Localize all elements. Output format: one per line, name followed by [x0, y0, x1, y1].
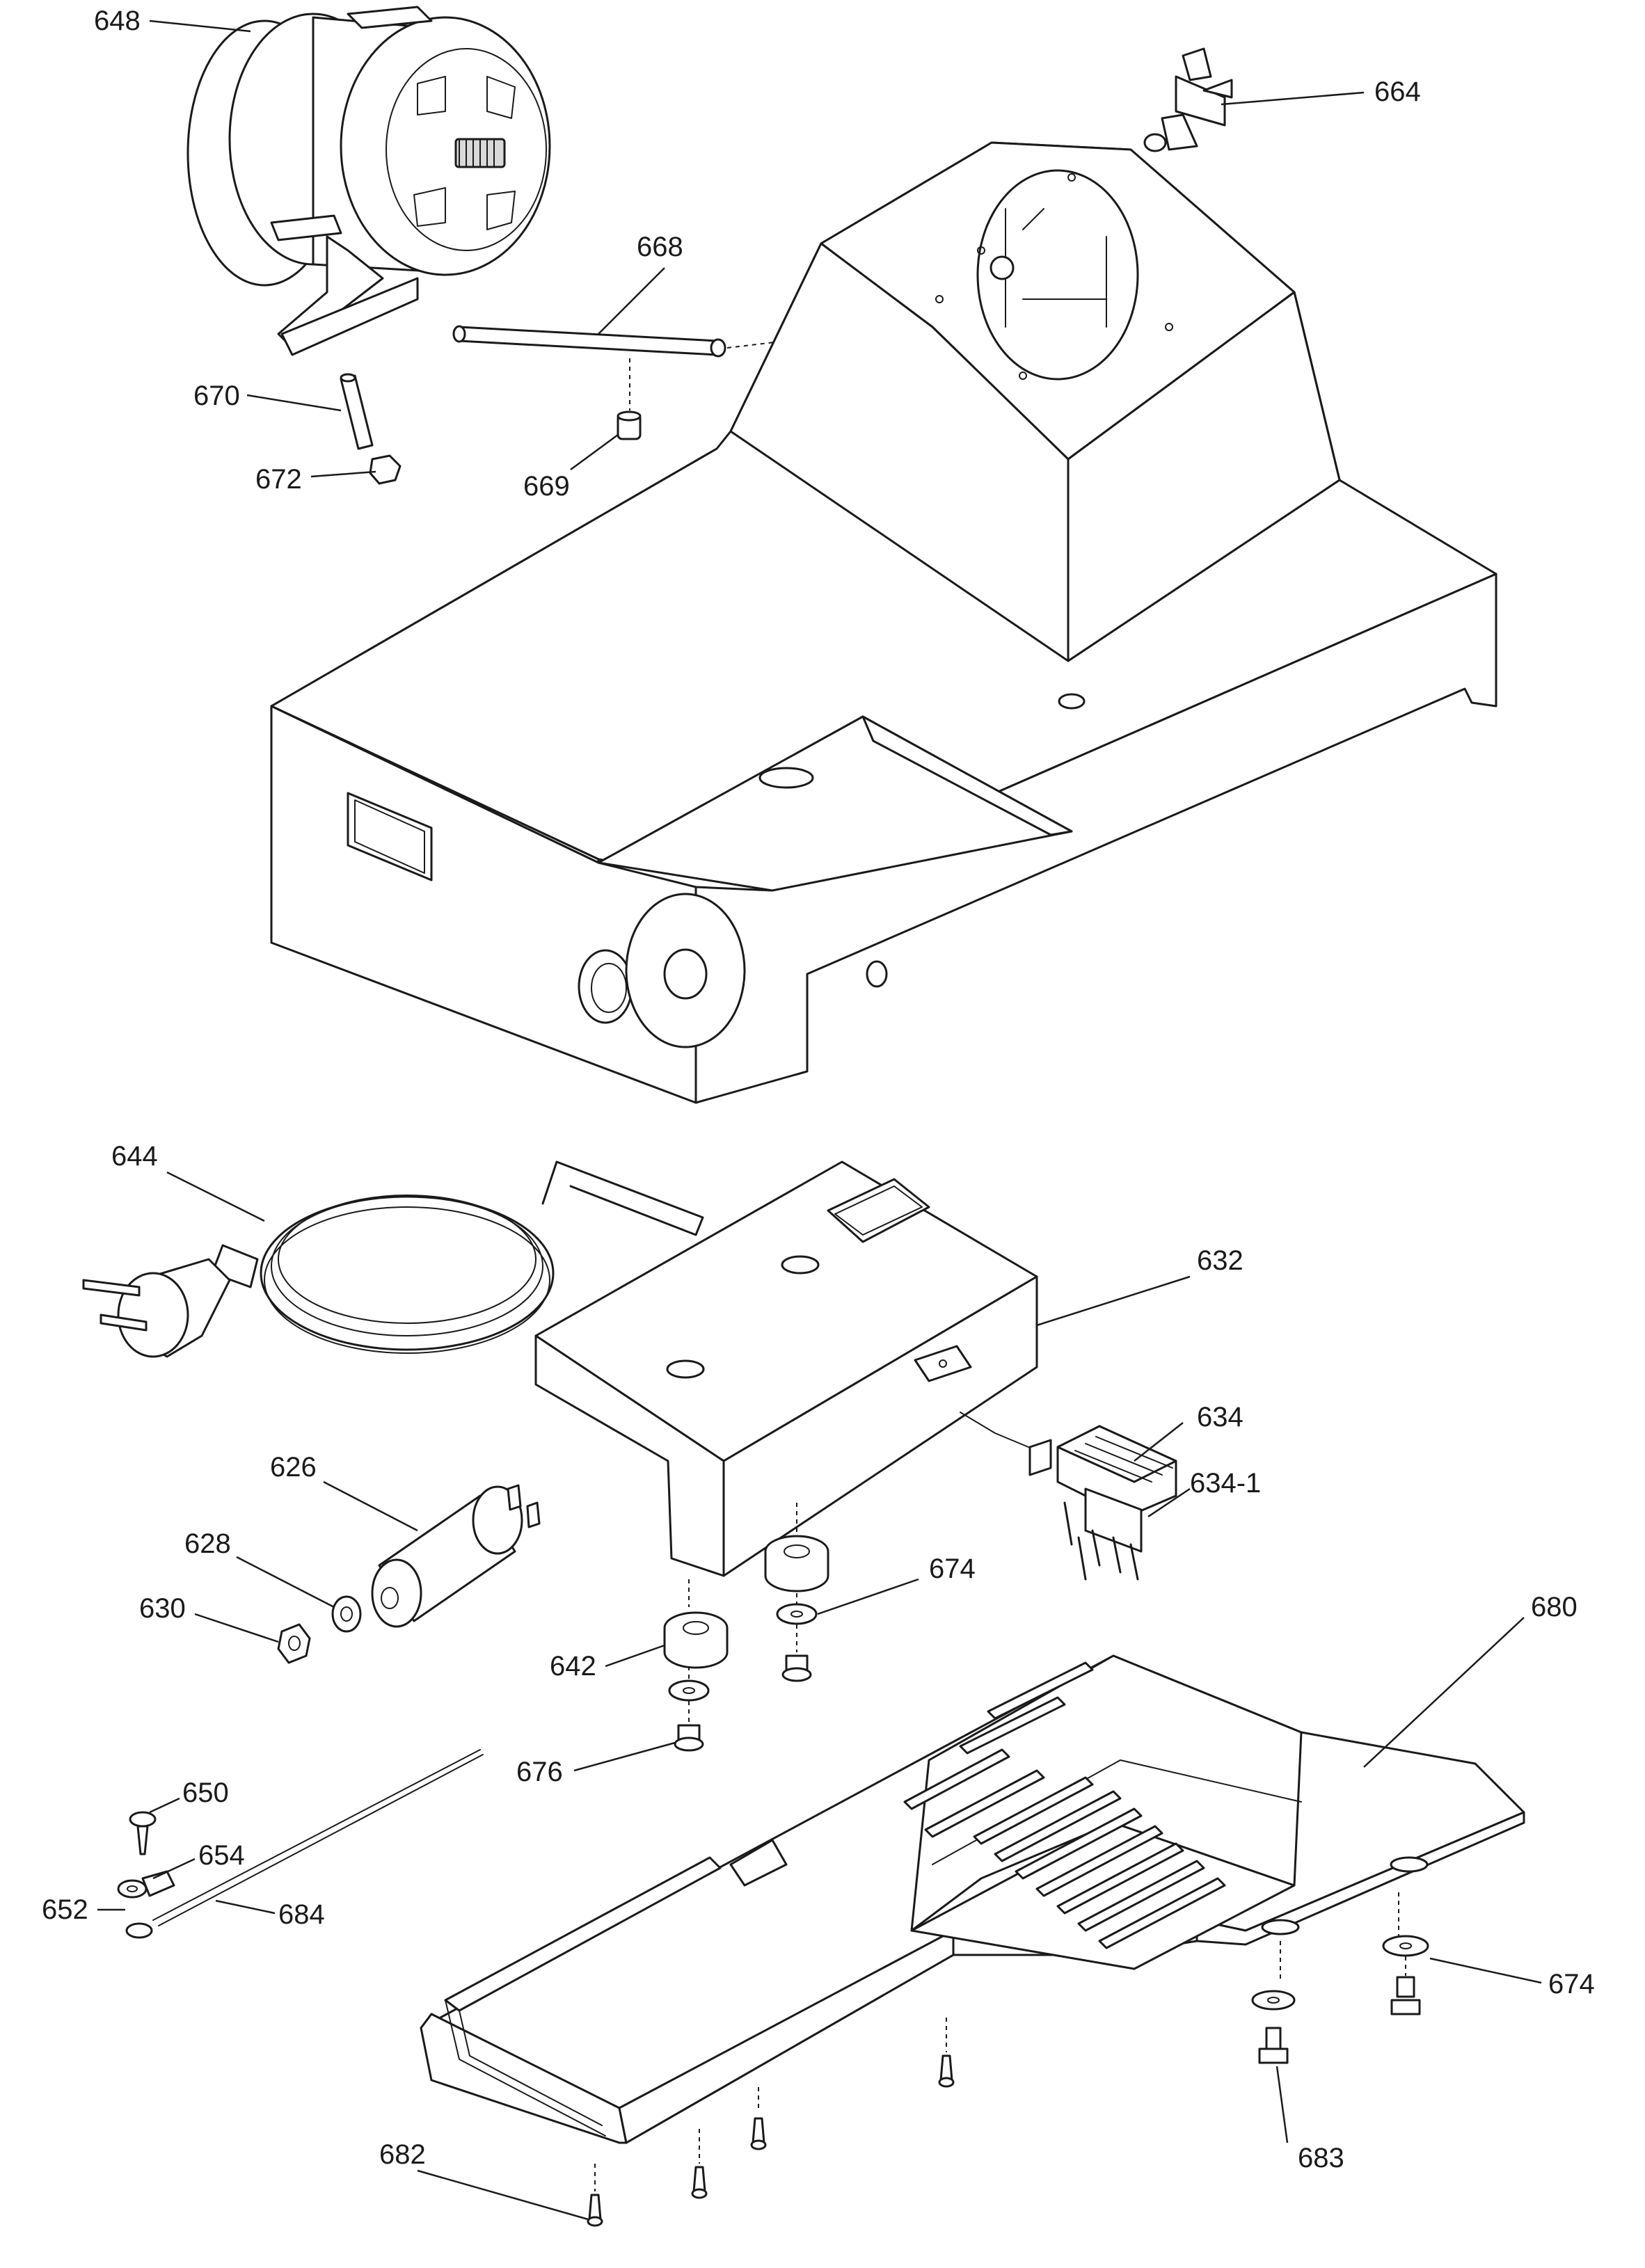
power-cord-part [82, 1160, 704, 1358]
callout-668: 668 [598, 232, 683, 335]
callout-669: 669 [523, 433, 619, 502]
rod-part [452, 325, 787, 358]
callout-654: 654 [152, 1840, 245, 1880]
callout-label-683: 683 [1298, 2143, 1344, 2173]
callout-682: 682 [379, 2139, 589, 2221]
housing-part [270, 141, 1497, 1104]
callout-630: 630 [139, 1593, 279, 1643]
callout-label-634-1: 634-1 [1190, 1468, 1261, 1499]
pin-part [340, 373, 374, 450]
callout-626: 626 [270, 1452, 418, 1532]
callout-label-669: 669 [523, 471, 570, 502]
callout-label-682: 682 [379, 2139, 426, 2170]
bushing-part [617, 358, 642, 440]
callout-628: 628 [184, 1528, 335, 1608]
callout-672: 672 [255, 464, 376, 495]
callout-label-670: 670 [193, 381, 240, 411]
ground-screw-part [117, 1811, 157, 1939]
callout-680: 680 [1363, 1592, 1578, 1768]
callout-label-634: 634 [1197, 1402, 1243, 1432]
base-screws-682-part [587, 2054, 955, 2227]
callout-634: 634 [1134, 1402, 1243, 1462]
callout-648: 648 [94, 6, 251, 36]
capacitor-part [371, 1484, 541, 1628]
base-washer-674-part [1382, 1935, 1429, 2015]
callout-label-674-a: 674 [929, 1554, 976, 1584]
nut-part [369, 454, 402, 485]
foot-part [663, 1611, 729, 1752]
callout-label-644: 644 [111, 1141, 158, 1172]
motor-part [186, 6, 551, 356]
callout-label-648: 648 [94, 6, 141, 36]
callout-644: 644 [111, 1141, 265, 1222]
nut-630-part [277, 1623, 311, 1664]
callout-label-674-b: 674 [1548, 1969, 1595, 1999]
switch-part [1143, 47, 1233, 152]
base-screw-683-part [1251, 1990, 1296, 2064]
foot-part-2 [764, 1535, 829, 1682]
callout-label-630: 630 [139, 1593, 186, 1624]
washer-part [331, 1595, 362, 1633]
vent-slots [903, 1661, 1226, 1949]
callout-683: 683 [1276, 2066, 1344, 2173]
callout-label-672: 672 [255, 464, 302, 495]
callout-label-664: 664 [1374, 77, 1421, 107]
callout-674-a: 674 [817, 1554, 976, 1615]
electrical-box-part [534, 1160, 1038, 1607]
callout-label-652: 652 [42, 1894, 88, 1925]
callout-label-650: 650 [182, 1778, 229, 1808]
callout-label-676: 676 [516, 1757, 563, 1787]
callout-674-b: 674 [1429, 1957, 1595, 1999]
callout-label-642: 642 [550, 1651, 596, 1682]
callout-label-680: 680 [1531, 1592, 1578, 1622]
callout-650: 650 [149, 1778, 229, 1814]
callout-634-1: 634-1 [1147, 1468, 1261, 1518]
callout-632: 632 [1036, 1245, 1243, 1327]
callout-label-632: 632 [1197, 1245, 1243, 1276]
callout-684: 684 [215, 1899, 325, 1930]
callout-label-626: 626 [270, 1452, 317, 1483]
connector-part [960, 1412, 1177, 1581]
callout-652: 652 [42, 1894, 125, 1925]
callout-label-654: 654 [198, 1840, 245, 1871]
ground-wire-part [141, 1749, 484, 1926]
callout-664: 664 [1221, 77, 1421, 107]
base-plate-part [420, 1654, 1525, 2191]
callout-642: 642 [550, 1644, 665, 1682]
callout-label-684: 684 [278, 1899, 325, 1930]
callout-676: 676 [516, 1741, 676, 1787]
callout-label-668: 668 [637, 232, 683, 262]
callout-670: 670 [193, 381, 342, 412]
callout-label-628: 628 [184, 1528, 231, 1559]
